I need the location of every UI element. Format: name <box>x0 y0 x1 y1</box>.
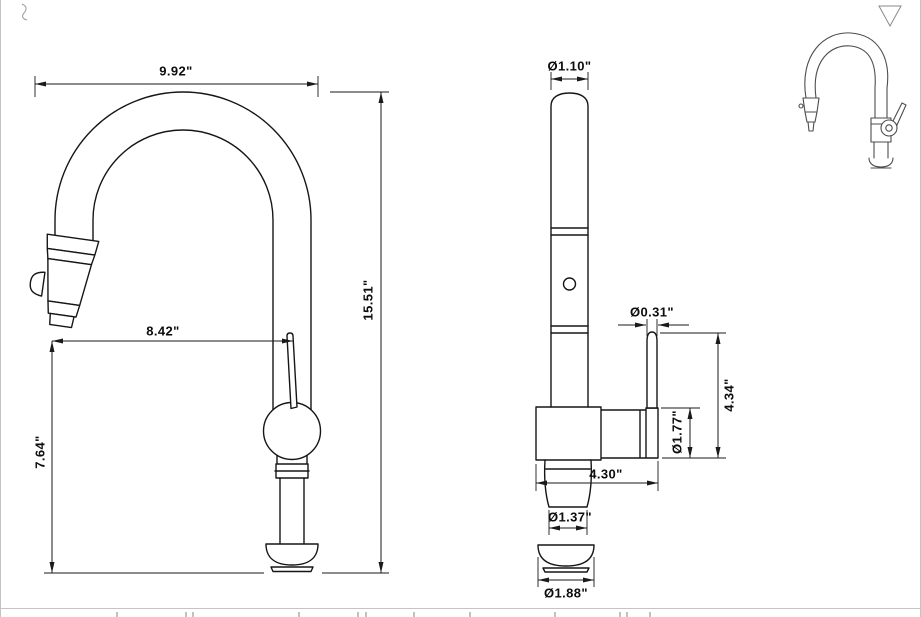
flange-seat <box>542 567 590 573</box>
dim-spout-reach: 8.42" <box>52 324 293 344</box>
column-joint-lines <box>550 227 589 334</box>
dim-body-diameter: Ø1.77" <box>661 407 700 458</box>
sprayer-tip <box>49 312 75 329</box>
front-view-dimensions: Ø1.10" Ø0.31" 4.34" Ø1.77" 4.30" Ø1.37" <box>535 59 737 601</box>
dim-label-body-length: 4.30" <box>589 467 622 482</box>
dim-label-flange-diameter: Ø1.88" <box>544 586 588 601</box>
sprayer-body <box>47 257 93 307</box>
dim-label-spout-reach: 8.42" <box>146 324 179 339</box>
front-view <box>535 92 659 573</box>
dim-flange-diameter: Ø1.88" <box>537 557 595 601</box>
dim-label-overall-width: 9.92" <box>159 64 192 79</box>
dim-base-diameter: Ø1.37" <box>548 510 592 535</box>
spout-curve-outer <box>804 32 889 99</box>
handle-hub <box>880 119 898 137</box>
dim-label-spout-diameter: Ø1.10" <box>548 59 592 74</box>
table-row-fragments <box>116 612 651 617</box>
sprayer-head <box>802 97 820 132</box>
triangle-symbol <box>878 5 902 28</box>
spout-arc <box>54 91 312 467</box>
dim-overall-width: 9.92" <box>34 64 319 97</box>
dim-label-body-diameter: Ø1.77" <box>670 410 685 454</box>
sensor-button <box>562 277 577 291</box>
dim-body-length: 4.30" <box>535 461 659 491</box>
dim-spout-clearance: 7.64" <box>33 341 264 574</box>
extension-lines <box>646 319 658 336</box>
handle-lever <box>892 102 907 126</box>
extension-lines <box>535 461 659 491</box>
valve-body <box>535 406 659 461</box>
base-cylinder <box>279 477 305 545</box>
spout-curve-inner <box>814 45 876 99</box>
dim-handle-height: 4.34" <box>660 332 737 459</box>
faucet-base <box>265 463 319 573</box>
dim-label-handle-rod-diameter: Ø0.31" <box>630 305 674 320</box>
extension-lines <box>660 332 726 459</box>
handle-lever <box>286 332 298 410</box>
side-view-dimensions: 9.92" 15.51" 8.42" 7.64" <box>33 64 389 574</box>
sprayer-button <box>798 103 804 109</box>
dim-spout-diameter: Ø1.10" <box>548 59 592 90</box>
extension-lines <box>550 72 589 90</box>
dim-handle-rod-diameter: Ø0.31" <box>618 305 689 336</box>
extension-lines <box>34 76 319 97</box>
sprayer-head <box>29 233 100 329</box>
extension-lines <box>548 510 588 535</box>
corner-mark <box>21 3 28 21</box>
spout-column <box>550 92 589 408</box>
side-view <box>29 91 322 573</box>
body-column <box>874 87 888 119</box>
base-flange <box>265 543 319 566</box>
perspective-view <box>798 32 907 169</box>
dim-label-overall-height: 15.51" <box>361 279 376 320</box>
sprayer-nozzle <box>47 300 81 318</box>
base <box>873 141 889 159</box>
dim-label-base-diameter: Ø1.37" <box>548 510 592 525</box>
dim-label-spout-clearance: 7.64" <box>33 435 48 468</box>
dim-overall-height: 15.51" <box>322 91 389 574</box>
handle-hub-center <box>885 124 893 132</box>
mounting-flange <box>537 544 595 567</box>
table-edge <box>0 608 921 617</box>
base-seat <box>270 566 314 573</box>
sprayer-button <box>29 271 46 297</box>
flange <box>868 157 894 169</box>
ball-joint <box>262 401 322 461</box>
extension-lines <box>322 91 389 574</box>
handle-rod <box>646 331 658 409</box>
dim-label-handle-height: 4.34" <box>722 378 737 411</box>
